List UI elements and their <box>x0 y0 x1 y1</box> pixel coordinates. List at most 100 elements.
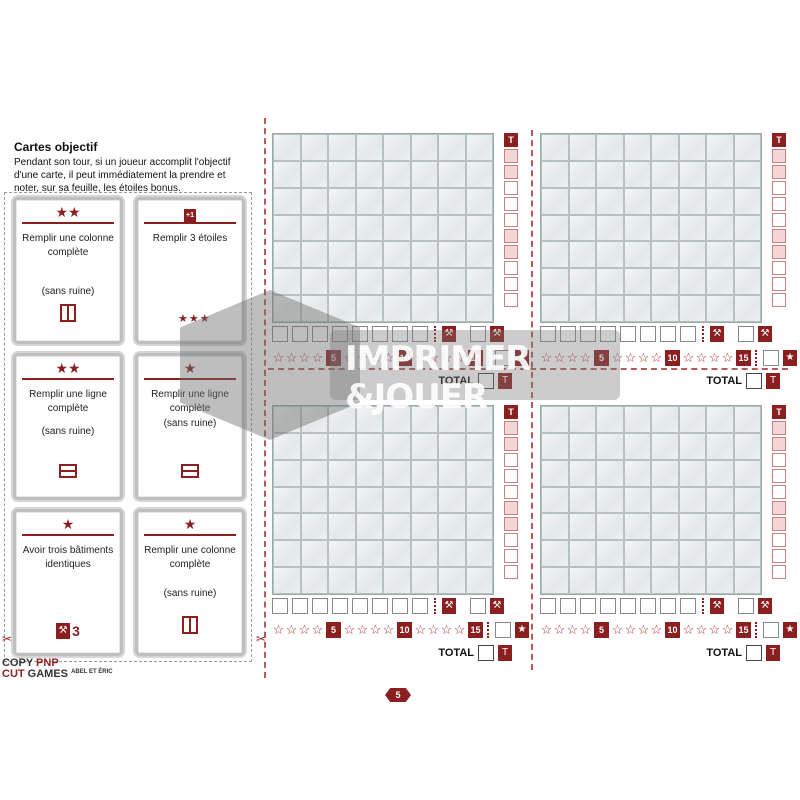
grid-cell[interactable] <box>706 406 734 433</box>
grid-cell[interactable] <box>568 214 596 242</box>
grid-cell[interactable] <box>355 134 383 161</box>
turn-box[interactable] <box>504 421 518 435</box>
grid-cell[interactable] <box>541 406 569 433</box>
grid-cell[interactable] <box>355 459 383 487</box>
grid-cell[interactable] <box>678 432 706 460</box>
grid-cell[interactable] <box>410 134 438 161</box>
turn-box[interactable] <box>772 181 786 195</box>
grid-cell[interactable] <box>568 187 596 215</box>
turn-box[interactable] <box>504 197 518 211</box>
turn-box[interactable] <box>772 517 786 531</box>
grid-cell[interactable] <box>706 486 734 514</box>
turn-box[interactable] <box>504 533 518 547</box>
grid-cell[interactable] <box>733 295 761 322</box>
grid-cell[interactable] <box>568 567 596 594</box>
grid-cell[interactable] <box>383 513 411 541</box>
star-outline-icon[interactable]: ☆ <box>624 350 637 365</box>
grid-cell[interactable] <box>465 295 493 322</box>
grid-cell[interactable] <box>438 406 466 433</box>
grid-cell[interactable] <box>410 268 438 296</box>
star-outline-icon[interactable]: ☆ <box>453 622 466 637</box>
grid-cell[interactable] <box>438 513 466 541</box>
grid-cell[interactable] <box>300 268 328 296</box>
grid-cell[interactable] <box>733 459 761 487</box>
grid-cell[interactable] <box>596 513 624 541</box>
star-outline-icon[interactable]: ☆ <box>611 350 624 365</box>
grid-cell[interactable] <box>328 513 356 541</box>
turn-box[interactable] <box>504 549 518 563</box>
grid-cell[interactable] <box>678 513 706 541</box>
grid-cell[interactable] <box>300 406 328 433</box>
grid-cell[interactable] <box>355 540 383 568</box>
star-outline-icon[interactable]: ☆ <box>356 622 369 637</box>
ruin-box[interactable] <box>680 598 696 614</box>
grid-cell[interactable] <box>596 214 624 242</box>
grid-cell[interactable] <box>328 540 356 568</box>
grid-cell[interactable] <box>678 214 706 242</box>
star-outline-icon[interactable]: ☆ <box>382 350 395 365</box>
turn-box[interactable] <box>772 421 786 435</box>
grid-cell[interactable] <box>273 432 301 460</box>
grid-cell[interactable] <box>678 241 706 269</box>
objective-card[interactable]: ★★ Remplir une colonne complète (sans ru… <box>13 197 123 344</box>
grid-cell[interactable] <box>568 268 596 296</box>
grid-cell[interactable] <box>733 513 761 541</box>
turn-box[interactable] <box>504 485 518 499</box>
turn-box[interactable] <box>772 261 786 275</box>
grid-cell[interactable] <box>355 187 383 215</box>
grid-cell[interactable] <box>438 268 466 296</box>
turn-box[interactable] <box>772 165 786 179</box>
grid-cell[interactable] <box>465 406 493 433</box>
grid-cell[interactable] <box>438 214 466 242</box>
grid-cell[interactable] <box>623 540 651 568</box>
grid-cell[interactable] <box>273 513 301 541</box>
star-outline-icon[interactable]: ☆ <box>540 622 553 637</box>
grid-cell[interactable] <box>300 513 328 541</box>
grid-cell[interactable] <box>300 540 328 568</box>
grid-cell[interactable] <box>383 187 411 215</box>
ruin-box[interactable] <box>620 598 636 614</box>
grid-cell[interactable] <box>328 187 356 215</box>
star-outline-icon[interactable]: ☆ <box>356 350 369 365</box>
star-outline-icon[interactable]: ☆ <box>566 350 579 365</box>
grid-cell[interactable] <box>651 486 679 514</box>
grid-cell[interactable] <box>328 406 356 433</box>
turn-box[interactable] <box>504 501 518 515</box>
grid-cell[interactable] <box>568 432 596 460</box>
grid-cell[interactable] <box>410 567 438 594</box>
grid-cell[interactable] <box>541 295 569 322</box>
ruin-box[interactable] <box>292 598 308 614</box>
grid-cell[interactable] <box>465 540 493 568</box>
grid-cell[interactable] <box>733 486 761 514</box>
star-outline-icon[interactable]: ☆ <box>721 622 734 637</box>
grid-cell[interactable] <box>355 295 383 322</box>
turn-box[interactable] <box>772 213 786 227</box>
star-outline-icon[interactable]: ☆ <box>369 622 382 637</box>
grid-cell[interactable] <box>733 134 761 161</box>
grid-cell[interactable] <box>678 486 706 514</box>
grid-cell[interactable] <box>328 214 356 242</box>
grid-cell[interactable] <box>273 540 301 568</box>
grid-cell[interactable] <box>596 241 624 269</box>
grid-cell[interactable] <box>678 187 706 215</box>
ruin-box[interactable] <box>600 326 616 342</box>
ruin-box[interactable] <box>392 326 408 342</box>
grid-cell[interactable] <box>410 187 438 215</box>
grid-cell[interactable] <box>623 214 651 242</box>
grid-cell[interactable] <box>651 513 679 541</box>
ruin-box[interactable] <box>372 598 388 614</box>
grid-cell[interactable] <box>541 513 569 541</box>
grid-cell[interactable] <box>383 134 411 161</box>
ruin-box[interactable] <box>332 598 348 614</box>
ruin-box[interactable] <box>620 326 636 342</box>
grid-cell[interactable] <box>465 134 493 161</box>
objective-card[interactable]: +1 Remplir 3 étoiles ★★★ <box>135 197 245 344</box>
total-box[interactable] <box>478 373 494 389</box>
star-outline-icon[interactable]: ☆ <box>650 622 663 637</box>
ruin-box[interactable] <box>352 326 368 342</box>
grid-cell[interactable] <box>300 134 328 161</box>
ruin-box[interactable] <box>312 598 328 614</box>
grid-cell[interactable] <box>678 268 706 296</box>
grid-cell[interactable] <box>383 540 411 568</box>
grid-cell[interactable] <box>328 486 356 514</box>
